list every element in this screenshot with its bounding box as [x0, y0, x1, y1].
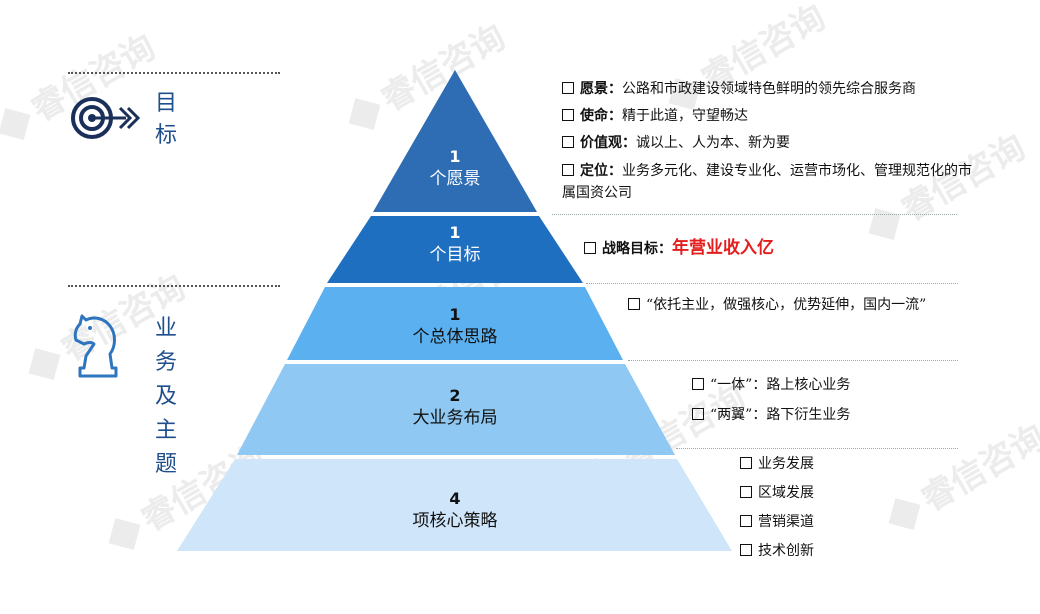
strategy-note-list: 业务发展 区域发展 营销渠道 技术创新 [740, 450, 940, 566]
list-item: 营销渠道 [740, 508, 940, 537]
layout-note-list: “一体”：路上核心业务 “两翼”：路下衍生业务 [692, 370, 952, 430]
list-item: “一体”：路上核心业务 [692, 370, 952, 400]
checkbox-icon [740, 515, 752, 527]
checkbox-icon [628, 298, 640, 310]
list-item: 业务发展 [740, 450, 940, 479]
list-item: 区域发展 [740, 479, 940, 508]
pyramid-level-1 [373, 70, 537, 212]
checkbox-icon [740, 457, 752, 469]
chess-knight-icon [72, 312, 124, 382]
pyramid-level-3 [287, 287, 623, 360]
pyramid-level-2 [327, 216, 583, 283]
list-item: “两翼”：路下衍生业务 [692, 400, 952, 430]
note-divider [552, 214, 957, 215]
pyramid-level-5 [177, 459, 732, 551]
checkbox-icon [692, 378, 704, 390]
section-title-business: 业 务 及 主 题 [155, 316, 180, 477]
goal-note: 战略目标：年营业收入亿 [584, 236, 944, 261]
checkbox-icon [740, 544, 752, 556]
pyramid-level-4 [237, 364, 675, 455]
list-item: 价值观：诚以上、人为本、新为要 [562, 130, 972, 157]
section-divider-top [68, 72, 280, 74]
list-item: 使命：精于此道，守望畅达 [562, 103, 972, 130]
checkbox-icon [562, 109, 574, 121]
checkbox-icon [562, 164, 574, 176]
note-divider [628, 360, 958, 361]
note-divider [676, 448, 958, 449]
list-item: 愿景：公路和市政建设领域特色鲜明的领先综合服务商 [562, 76, 972, 103]
section-title-goal: 目 标 [155, 91, 180, 148]
checkbox-icon [562, 136, 574, 148]
vision-note-list: 愿景：公路和市政建设领域特色鲜明的领先综合服务商 使命：精于此道，守望畅达 价值… [562, 76, 972, 204]
target-arrow-icon [68, 96, 141, 140]
note-divider [586, 283, 958, 284]
checkbox-icon [740, 486, 752, 498]
list-item: 技术创新 [740, 537, 940, 566]
section-divider-middle [68, 285, 280, 287]
checkbox-icon [692, 408, 704, 420]
checkbox-icon [584, 242, 596, 254]
list-item: 定位：业务多元化、建设专业化、运营市场化、管理规范化的市属国资公司 [562, 163, 972, 201]
checkbox-icon [562, 82, 574, 94]
thinking-note: “依托主业，做强核心，优势延伸，国内一流” [628, 293, 958, 317]
